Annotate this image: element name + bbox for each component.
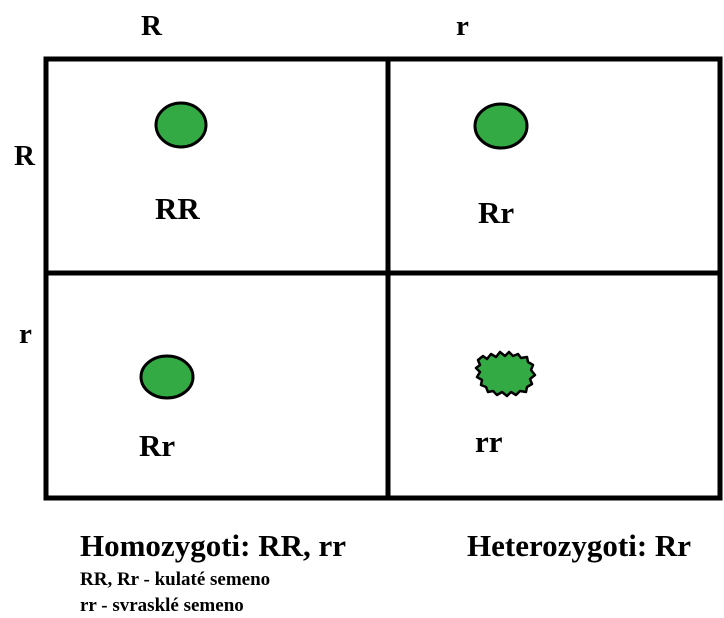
round-seed-icon (154, 101, 208, 149)
punnett-grid-border (43, 56, 723, 501)
wrinkled-seed-icon (474, 350, 537, 398)
column-header-R: R (141, 10, 162, 42)
heterozygotes-summary: Heterozygoti: Rr (467, 528, 692, 563)
row-header-r: r (19, 318, 32, 350)
legend-wrinkled-seed: rr - svrasklé semeno (80, 595, 244, 616)
cell-genotype-rr: rr (475, 424, 503, 459)
cell-genotype-Rr-bottom: Rr (139, 428, 176, 463)
round-seed-icon (473, 102, 529, 150)
row-header-R: R (14, 140, 35, 172)
column-header-r: r (456, 10, 469, 42)
cell-genotype-RR: RR (155, 191, 200, 226)
homozygotes-summary: Homozygoti: RR, rr (80, 528, 346, 563)
round-seed-icon (139, 354, 195, 400)
legend-round-seed: RR, Rr - kulaté semeno (80, 569, 271, 590)
cell-genotype-Rr-top: Rr (478, 195, 515, 230)
